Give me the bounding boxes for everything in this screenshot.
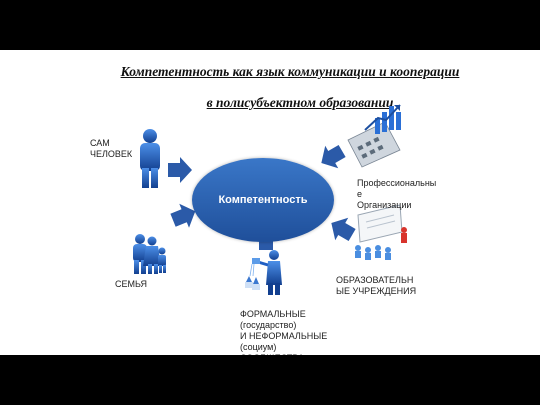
label-family: СЕМЬЯ <box>115 279 148 289</box>
family-icon <box>133 234 166 274</box>
title-line-2: в полисубъектном образовании <box>206 95 394 110</box>
center-ellipse: Компетентность <box>192 158 334 242</box>
business-chart-icon <box>347 104 401 168</box>
label-formal: ФОРМАЛЬНЫЕ (государство) И НЕФОРМАЛЬНЫЕ … <box>240 309 328 355</box>
title-line-1: Компетентность как язык коммуникации и к… <box>120 64 460 79</box>
label-professional: Профессиональны е Организации <box>357 178 437 210</box>
arrow-from-professional <box>321 144 346 169</box>
slide: Компетентность как язык коммуникации и к… <box>0 50 540 355</box>
person-icon <box>140 129 160 188</box>
arrow-from-family <box>170 203 196 228</box>
arrow-from-self <box>168 157 192 183</box>
arrow-from-education <box>331 217 356 242</box>
label-education: ОБРАЗОВАТЕЛЬН ЫЕ УЧРЕЖДЕНИЯ <box>336 275 417 296</box>
diagram-art <box>133 104 407 295</box>
watering-person-icon <box>245 250 282 295</box>
label-self: САМ ЧЕЛОВЕК <box>90 138 133 159</box>
presentation-icon <box>355 204 407 260</box>
center-label: Компетентность <box>218 194 308 206</box>
